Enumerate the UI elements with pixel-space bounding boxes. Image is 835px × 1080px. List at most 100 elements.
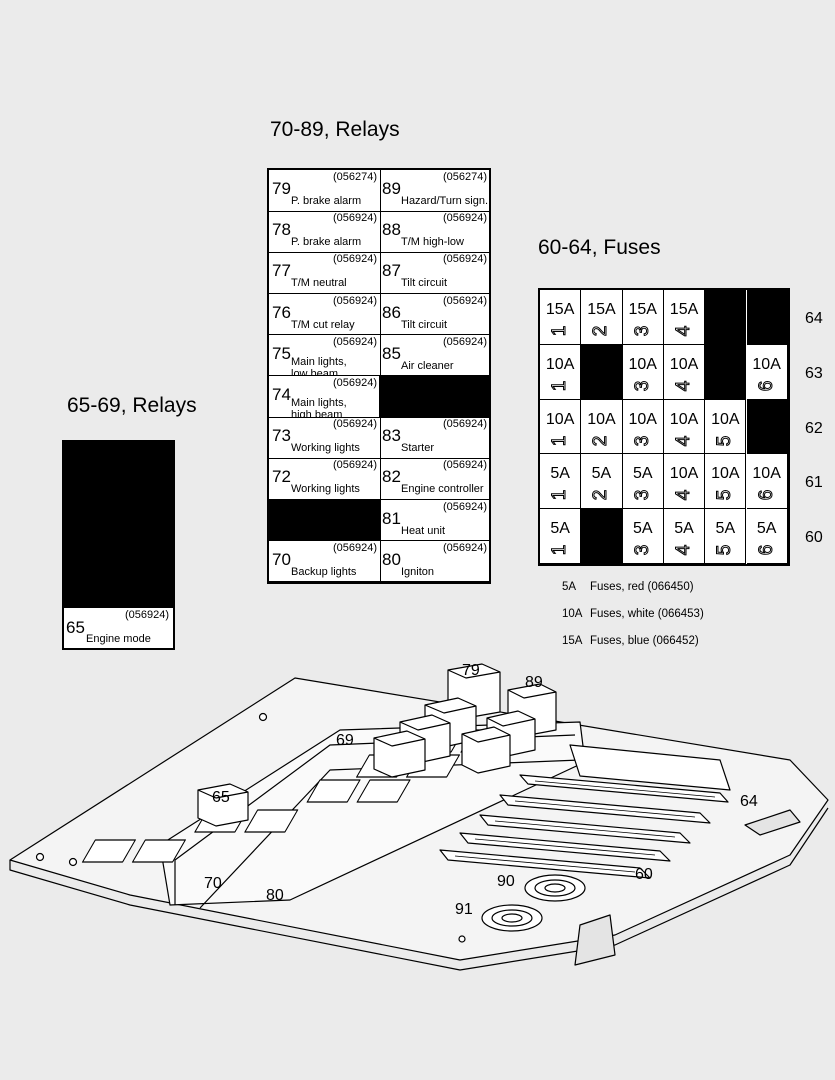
- relay-number: 82: [382, 467, 401, 487]
- fuse-strip-slots: [454, 780, 716, 873]
- fuse-amp: 15A: [545, 301, 575, 318]
- relay-code: (056924): [332, 335, 377, 348]
- fuse-index: 3: [631, 380, 653, 392]
- mount-hole: [35, 852, 45, 862]
- fuse-index: 1: [549, 435, 571, 447]
- relay-number: 86: [382, 302, 401, 322]
- legend-text: Fuses, white (066453): [590, 608, 704, 620]
- relay-number: 73: [272, 426, 291, 446]
- relay-number: 89: [382, 179, 401, 198]
- fuse-amp: 15A: [669, 301, 699, 318]
- relay-code: (056924): [442, 500, 487, 513]
- relay-cell-empty: [269, 499, 381, 542]
- fuse-index: 4: [673, 490, 695, 502]
- relay-code: (056924): [332, 212, 377, 225]
- relay-label: Main lights,high beam: [291, 397, 347, 418]
- callouts: 79 89 69 65 64 70 80 90 60 91: [204, 662, 758, 918]
- fuse-cell-empty: [581, 509, 623, 564]
- relay-code: (056924): [124, 609, 169, 621]
- relay-label: Working lights: [291, 442, 360, 455]
- callout-89: 89: [525, 674, 543, 691]
- fuse-amp: 5A: [550, 520, 570, 538]
- relay-label: Igniton: [401, 565, 435, 578]
- relay-label: Heat unit: [401, 524, 446, 537]
- fuse-amp: 10A: [752, 355, 781, 373]
- fuse-amp: 10A: [711, 410, 740, 428]
- fuse-amp: 5A: [632, 520, 653, 538]
- callout-91: 91: [455, 901, 473, 918]
- callout-65: 65: [212, 789, 230, 806]
- callout-90: 90: [497, 873, 515, 890]
- fuse-cell-empty: [746, 290, 788, 345]
- fuse-cell: 10A 6: [746, 344, 788, 400]
- fuse-index: 3: [631, 325, 653, 337]
- fuse-index: 6: [755, 380, 777, 392]
- legend-item-10a: 10A Fuses, white (066453): [562, 608, 704, 620]
- fuse-index: 2: [590, 325, 612, 337]
- relay-number: 83: [382, 426, 401, 446]
- legend-amp: 10A: [562, 608, 583, 620]
- fuse-cell-empty: [705, 290, 747, 345]
- fuse-relay-panel-drawing: 79 89 69 65 64 70 80 90 60 91: [9, 662, 829, 971]
- relay-label: P. brake alarm: [291, 195, 362, 207]
- buzzer-91: [481, 904, 543, 932]
- mount-hole: [458, 935, 466, 943]
- fuse-cell: 10A 3: [622, 344, 664, 400]
- fuse-amp: 5A: [550, 465, 570, 483]
- relay-code: (056924): [442, 294, 487, 307]
- mounting-bracket-right: [744, 809, 801, 836]
- relay-number: 79: [272, 179, 291, 198]
- relay-code: (056924): [332, 459, 377, 472]
- fuse-amp: 5A: [591, 465, 612, 483]
- fuse-strips: [439, 744, 731, 879]
- relay-label: Air cleaner: [401, 359, 454, 372]
- relay-label: Main lights,low beam: [291, 355, 347, 377]
- relay-code: (056924): [442, 335, 487, 348]
- fuse-index: 5: [714, 544, 736, 556]
- relay-label: T/M cut relay: [291, 318, 355, 331]
- fuse-index: 3: [631, 435, 653, 447]
- relay-label: Engine mode: [86, 633, 151, 645]
- relay-number: 70: [272, 549, 291, 569]
- mount-hole: [68, 857, 78, 867]
- relay-label: Starter: [401, 442, 435, 455]
- callout-64: 64: [740, 793, 758, 810]
- relay-number: 81: [382, 508, 401, 528]
- fuse-amp: 10A: [545, 410, 575, 428]
- legend-amp: 5A: [562, 581, 577, 593]
- relay-label: P. brake alarm: [291, 236, 362, 249]
- callout-79: 79: [462, 662, 480, 679]
- relays-65-69-title: 65-69, Relays: [67, 394, 197, 417]
- callout-69: 69: [336, 732, 354, 749]
- fuse-index: 3: [631, 490, 653, 502]
- fuse-row-label: 61: [805, 474, 823, 492]
- fuse-index: 4: [673, 435, 695, 447]
- relay-number: 88: [382, 220, 401, 240]
- fuse-amp: 10A: [628, 355, 657, 373]
- fuse-index: 6: [755, 490, 777, 502]
- relay-label: Tilt circuit: [401, 277, 448, 290]
